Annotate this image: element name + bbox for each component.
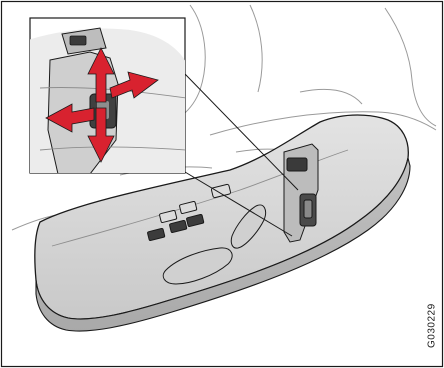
- lumbar-top-button: [287, 158, 307, 171]
- figure-code: G030229: [427, 303, 438, 348]
- inset-lumbar-top-button: [70, 36, 86, 45]
